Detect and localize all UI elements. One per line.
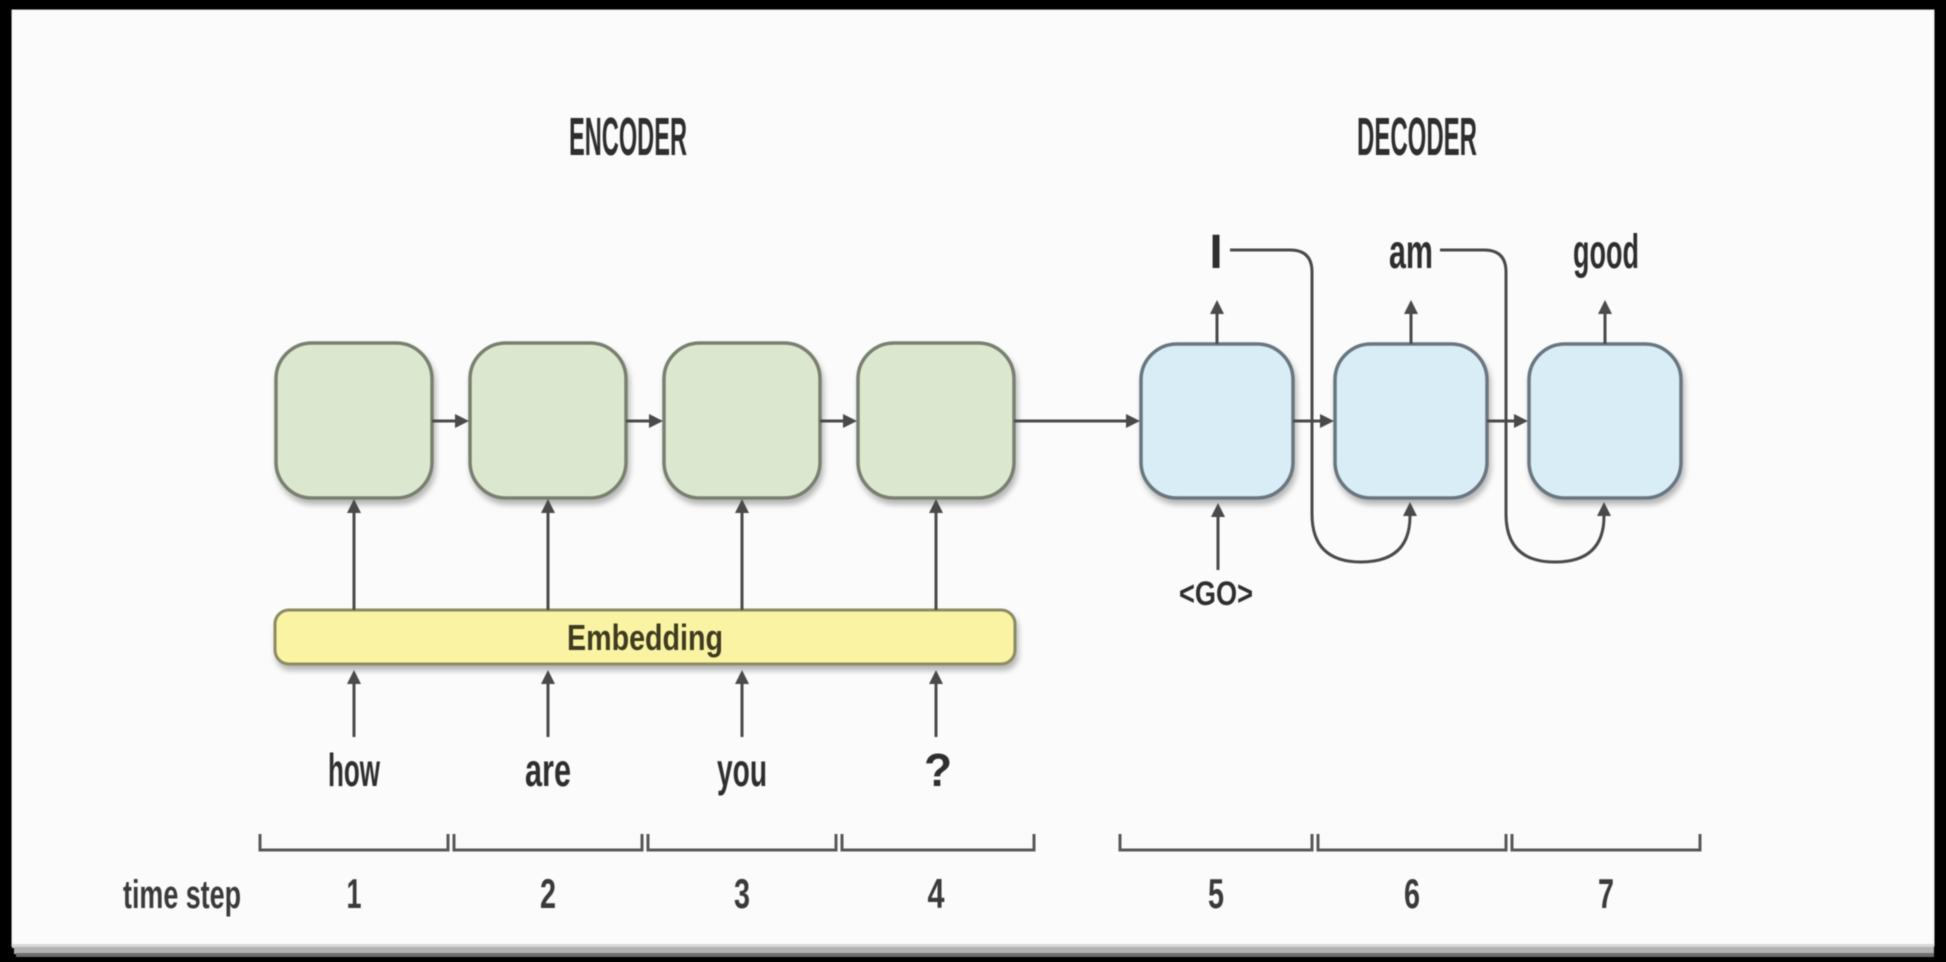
decoder-cell-3 bbox=[1527, 342, 1683, 500]
word-to-embedding-arrows bbox=[347, 670, 943, 737]
time-bracket-5 bbox=[1118, 834, 1314, 852]
slide-shadow-mid bbox=[14, 947, 1934, 954]
encoder-cell-1 bbox=[274, 341, 434, 500]
state-arrow-dec1-dec2 bbox=[1293, 414, 1334, 428]
state-arrow-enc2-enc3 bbox=[626, 414, 663, 428]
time-step-1: 1 bbox=[347, 870, 362, 917]
time-step-2: 2 bbox=[540, 870, 556, 917]
time-step-7: 7 bbox=[1598, 870, 1614, 917]
time-bracket-4 bbox=[840, 834, 1036, 852]
decoder-title: DECODER bbox=[1357, 107, 1477, 167]
slide-shadow-light bbox=[12, 944, 1934, 948]
decoder-output-arrows bbox=[1210, 300, 1612, 344]
feedback-loop-1 bbox=[1230, 248, 1417, 564]
time-brackets bbox=[258, 834, 1702, 852]
embedding-to-cell-arrows bbox=[347, 499, 943, 610]
time-bracket-3 bbox=[646, 834, 838, 852]
decoder-cell-1 bbox=[1139, 342, 1295, 500]
time-axis-label: time step bbox=[123, 873, 241, 917]
input-word-4: ? bbox=[924, 744, 952, 796]
feedback-loop-2 bbox=[1440, 248, 1611, 564]
time-bracket-2 bbox=[452, 834, 644, 852]
encoder-cell-3 bbox=[662, 341, 822, 500]
encoder-cells bbox=[274, 341, 1016, 500]
state-arrow-dec2-dec3 bbox=[1487, 414, 1528, 428]
embedding-bar bbox=[273, 608, 1017, 666]
decoder-cell-2 bbox=[1333, 342, 1489, 500]
go-arrow bbox=[1211, 503, 1225, 570]
encoder-cell-2 bbox=[468, 341, 628, 500]
encoder-title: ENCODER bbox=[569, 107, 687, 167]
output-word-2: am bbox=[1389, 226, 1433, 279]
go-token-label: <GO> bbox=[1179, 575, 1253, 613]
input-word-2: are bbox=[525, 744, 571, 796]
time-step-6: 6 bbox=[1404, 870, 1420, 917]
output-word-3: good bbox=[1573, 226, 1639, 279]
output-word-1: I bbox=[1209, 226, 1222, 279]
time-bracket-6 bbox=[1316, 834, 1508, 852]
time-step-4: 4 bbox=[928, 870, 945, 917]
input-word-3: you bbox=[717, 744, 767, 796]
input-word-1: how bbox=[328, 744, 380, 796]
time-step-3: 3 bbox=[734, 870, 750, 917]
state-arrow-encoder-to-decoder bbox=[1014, 414, 1140, 428]
state-arrow-enc3-enc4 bbox=[820, 414, 857, 428]
state-arrow-enc1-enc2 bbox=[432, 414, 469, 428]
encoder-cell-4 bbox=[856, 341, 1016, 500]
time-bracket-7 bbox=[1510, 834, 1702, 852]
time-step-5: 5 bbox=[1208, 870, 1224, 917]
embedding-label: Embedding bbox=[567, 617, 723, 658]
decoder-cells bbox=[1139, 342, 1683, 500]
time-bracket-1 bbox=[258, 834, 450, 852]
slide-shadow-dark bbox=[16, 953, 1934, 957]
